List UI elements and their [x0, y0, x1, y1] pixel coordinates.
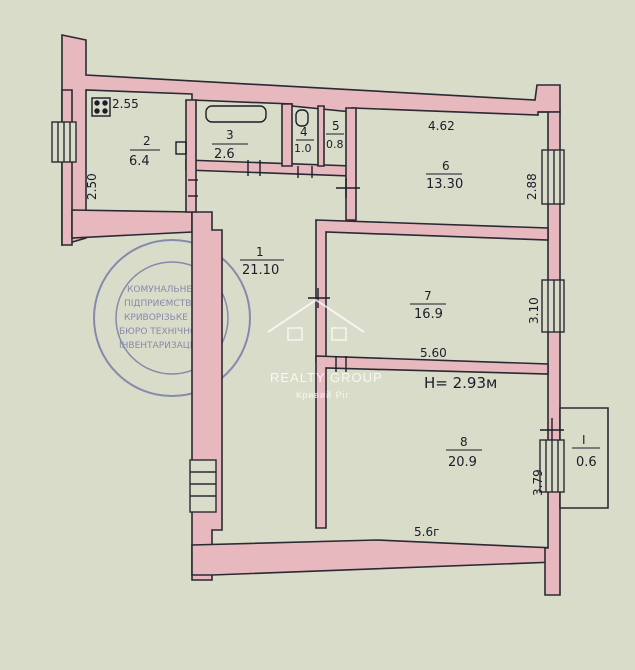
wall-bath-toilet: [281, 103, 293, 167]
fixtures: [91, 97, 309, 155]
dim-room6-depth: 2.88: [525, 173, 539, 200]
stove-icon: [91, 97, 111, 117]
balcony-number: I: [582, 433, 586, 447]
room-7-number: 7: [424, 289, 432, 303]
dim-kitchen-depth: 2.50: [85, 173, 99, 200]
room-5-area: 0.8: [326, 138, 344, 151]
room-2-number: 2: [143, 134, 151, 148]
room-8-area: 20.9: [448, 455, 477, 470]
room-1-area: 21.10: [242, 263, 279, 278]
room-6-number: 6: [442, 159, 450, 173]
stamp-line-2: ПІДПРИЄМСТВО: [124, 299, 198, 309]
realty-watermark: REALTY GROUP Кривий Ріг: [267, 298, 383, 400]
stamp-inner-ring: [115, 261, 229, 375]
ceiling-height: H= 2.93м: [424, 374, 497, 392]
room-6-area: 13.30: [426, 177, 463, 192]
bathtub-icon: [205, 105, 267, 123]
room-labels: 2 6.4 3 2.6 4 1.0 5 0.8 6 13.30 1 21.10 …: [129, 119, 600, 470]
stamp-line-3: КРИВОРІЗЬКЕ: [124, 313, 188, 323]
toilet-icon: [295, 109, 309, 127]
dim-room7-width: 5.60: [420, 346, 447, 360]
house-roof-icon: [267, 298, 365, 333]
dim-room8-width: 5.6г: [414, 525, 439, 539]
room-2-area: 6.4: [129, 154, 150, 169]
dimension-labels: 2.55 2.50 4.62 2.88 3.10 5.60 3.79 5.6г …: [85, 97, 545, 539]
wall-toilet-4-5: [317, 105, 325, 167]
sink-icon: [175, 141, 187, 155]
balcony-area: 0.6: [576, 455, 597, 470]
room-7-area: 16.9: [414, 307, 443, 322]
stamp-outer-ring: [93, 239, 251, 397]
room-3-number: 3: [226, 128, 234, 142]
room-5-number: 5: [332, 119, 340, 133]
stamp-line-1: КОМУНАЛЬНЕ: [127, 285, 192, 295]
door-marks: [188, 160, 564, 440]
dim-room6-width: 4.62: [428, 119, 455, 133]
dim-room7-depth: 3.10: [527, 297, 541, 324]
dim-room8-depth: 3.79: [531, 469, 545, 496]
wall-kitchen-bath: [185, 99, 197, 213]
bti-stamp: КОМУНАЛЬНЕ ПІДПРИЄМСТВО КРИВОРІЗЬКЕ БЮРО…: [93, 239, 251, 397]
wall-left-kitchen: [61, 89, 73, 246]
wall-toilet-room6: [345, 107, 357, 221]
room-3-area: 2.6: [214, 147, 235, 162]
room-8-number: 8: [460, 435, 468, 449]
stamp-line-5: ІНВЕНТАРИЗАЦІЇ: [119, 340, 195, 351]
stamp-line-4: БЮРО ТЕХНІЧНОЇ: [119, 326, 200, 337]
watermark-sub: Кривий Ріг: [296, 390, 350, 400]
window-left-corridor: [189, 459, 217, 513]
wall-room7-room8: [315, 355, 549, 529]
room-4-number: 4: [300, 125, 308, 139]
dim-kitchen-width: 2.55: [112, 97, 139, 111]
wall-corridor-left: [191, 211, 223, 581]
room-4-area: 1.0: [294, 142, 312, 155]
windows: [51, 121, 565, 513]
watermark-brand: REALTY GROUP: [270, 370, 383, 385]
room-1-number: 1: [256, 245, 264, 259]
